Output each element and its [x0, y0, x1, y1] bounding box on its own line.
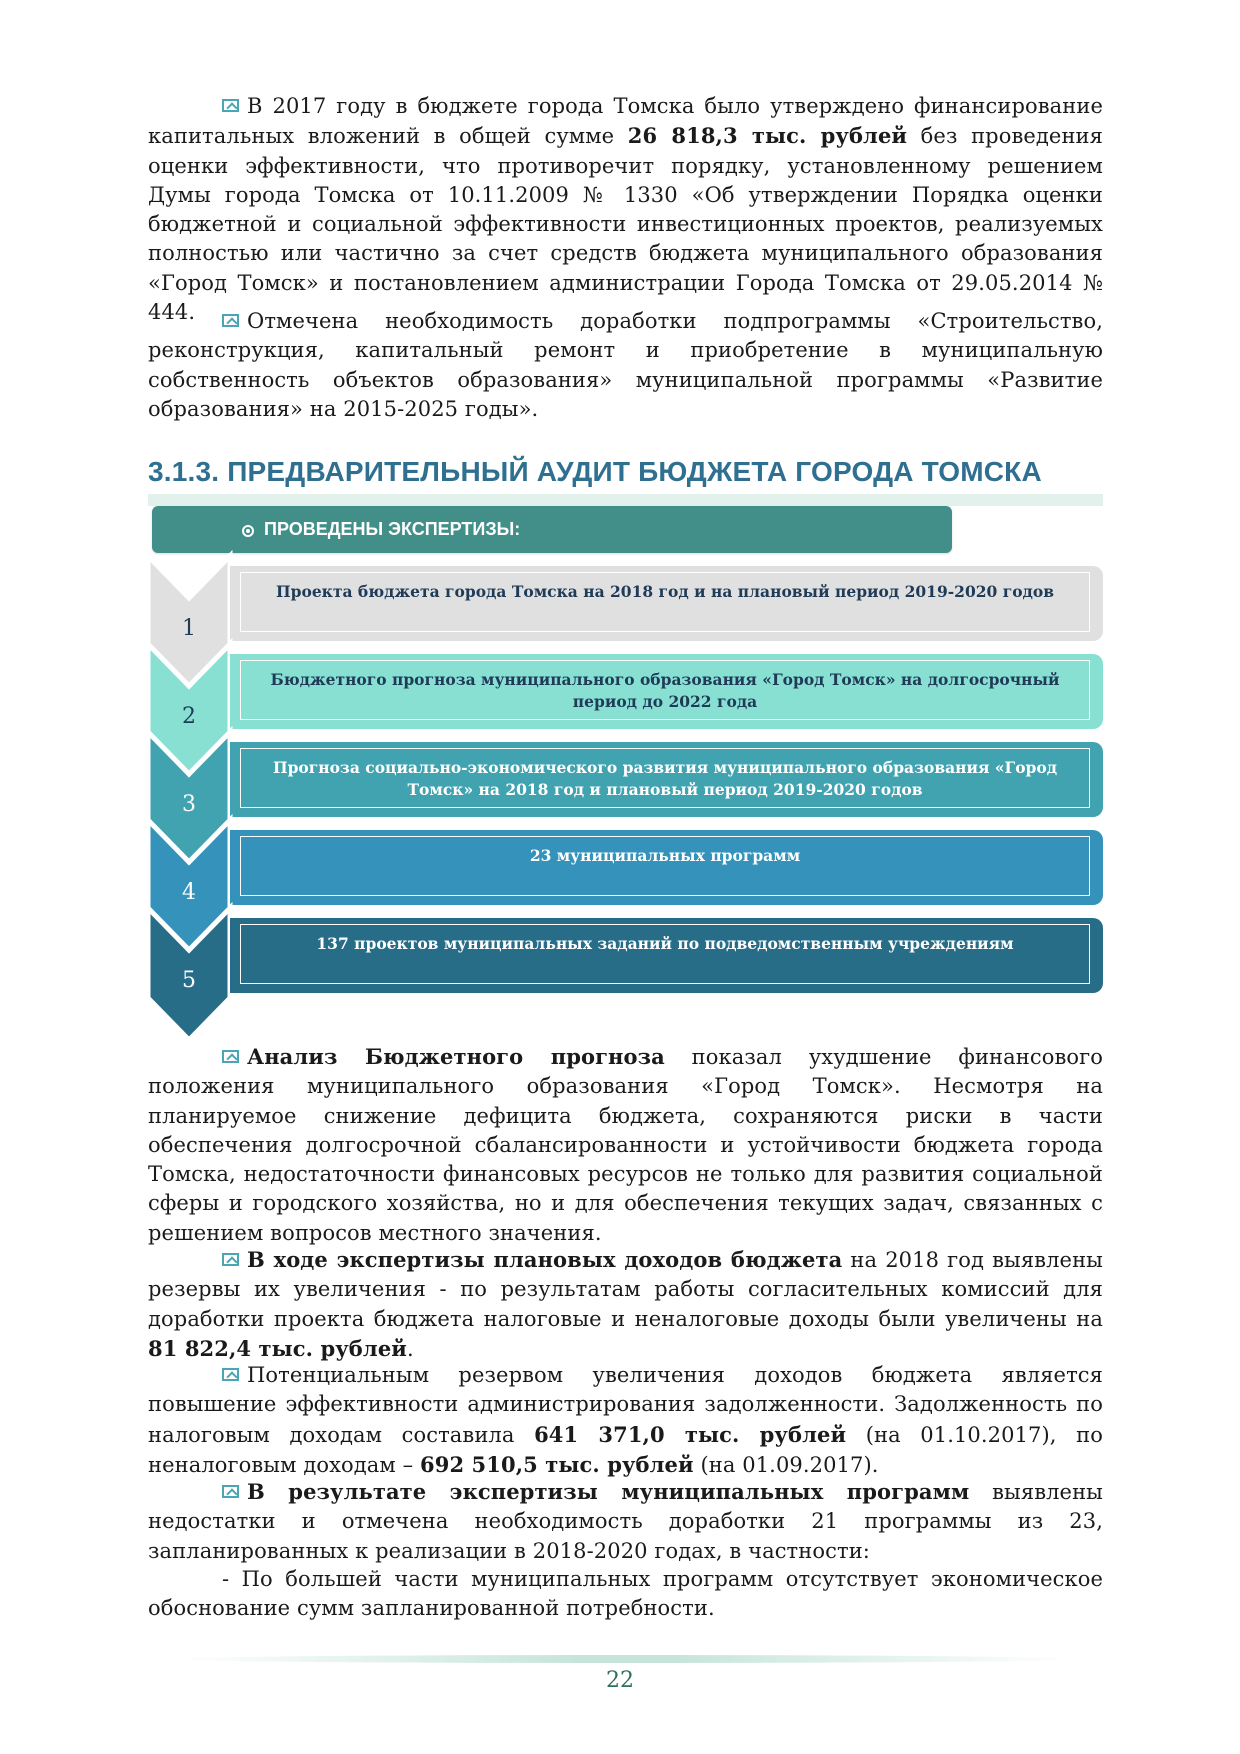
- paragraph-capital-investments: В 2017 году в бюджете города Томска было…: [148, 94, 1104, 325]
- bullet-box-icon: [222, 1253, 239, 1266]
- bullet-box-icon: [222, 314, 239, 327]
- step-text: 23 муниципальных программ: [240, 836, 1090, 896]
- paragraph-debt: Потенциальным резервом увеличения доходо…: [148, 1363, 1103, 1477]
- paragraph-budget-forecast: Анализ Бюджетного прогноза показал ухудш…: [148, 1044, 1103, 1245]
- step-3: Прогноза социально-экономического развит…: [145, 725, 1103, 868]
- footer-divider: [175, 1655, 1075, 1663]
- step-card: Прогноза социально-экономического развит…: [230, 742, 1103, 817]
- step-1: Проекта бюджета города Томска на 2018 го…: [145, 549, 1103, 692]
- expertise-banner: ПРОВЕДЕНЫ ЭКСПЕРТИЗЫ:: [152, 506, 952, 553]
- step-card: Бюджетного прогноза муниципального образ…: [230, 654, 1103, 729]
- page-number: 22: [606, 1668, 634, 1693]
- section-heading: 3.1.3. ПРЕДВАРИТЕЛЬНЫЙ АУДИТ БЮДЖЕТА ГОР…: [148, 456, 1042, 487]
- step-text: Проекта бюджета города Томска на 2018 го…: [240, 572, 1090, 632]
- bullet-box-icon: [222, 1485, 239, 1498]
- paragraph-subprogram: Отмечена необходимость доработки подпрог…: [148, 309, 1103, 421]
- step-card: Проекта бюджета города Томска на 2018 го…: [230, 566, 1103, 641]
- step-card: 137 проектов муниципальных заданий по по…: [230, 918, 1103, 993]
- step-4: 23 муниципальных программ 4: [145, 813, 1103, 956]
- heading-underline: [148, 494, 1103, 506]
- bullet-box-icon: [222, 99, 239, 112]
- step-text: Бюджетного прогноза муниципального образ…: [240, 660, 1090, 720]
- chevron-shape: [145, 901, 233, 1044]
- paragraph-programs: В результате экспертизы муниципальных пр…: [148, 1479, 1103, 1563]
- paragraph-planned-revenues: В ходе экспертизы плановых доходов бюдже…: [148, 1247, 1103, 1361]
- step-2: Бюджетного прогноза муниципального образ…: [145, 637, 1103, 780]
- step-number: 2: [182, 704, 196, 729]
- step-number: 3: [182, 792, 196, 817]
- target-bullet-icon: [242, 525, 254, 537]
- step-text: 137 проектов муниципальных заданий по по…: [240, 924, 1090, 984]
- paragraph-economic-justification: - По большей части муниципальных програм…: [148, 1567, 1103, 1621]
- step-number: 5: [182, 968, 196, 993]
- chevron-down-icon: [145, 901, 233, 1044]
- step-number: 4: [182, 880, 196, 905]
- step-card: 23 муниципальных программ: [230, 830, 1103, 905]
- amount-bold: 26 818,3 тыс. рублей: [627, 123, 908, 149]
- bullet-box-icon: [222, 1368, 239, 1381]
- step-text: Прогноза социально-экономического развит…: [240, 748, 1090, 808]
- step-5: 137 проектов муниципальных заданий по по…: [145, 901, 1103, 1044]
- bullet-box-icon: [222, 1050, 239, 1063]
- step-number: 1: [182, 616, 196, 641]
